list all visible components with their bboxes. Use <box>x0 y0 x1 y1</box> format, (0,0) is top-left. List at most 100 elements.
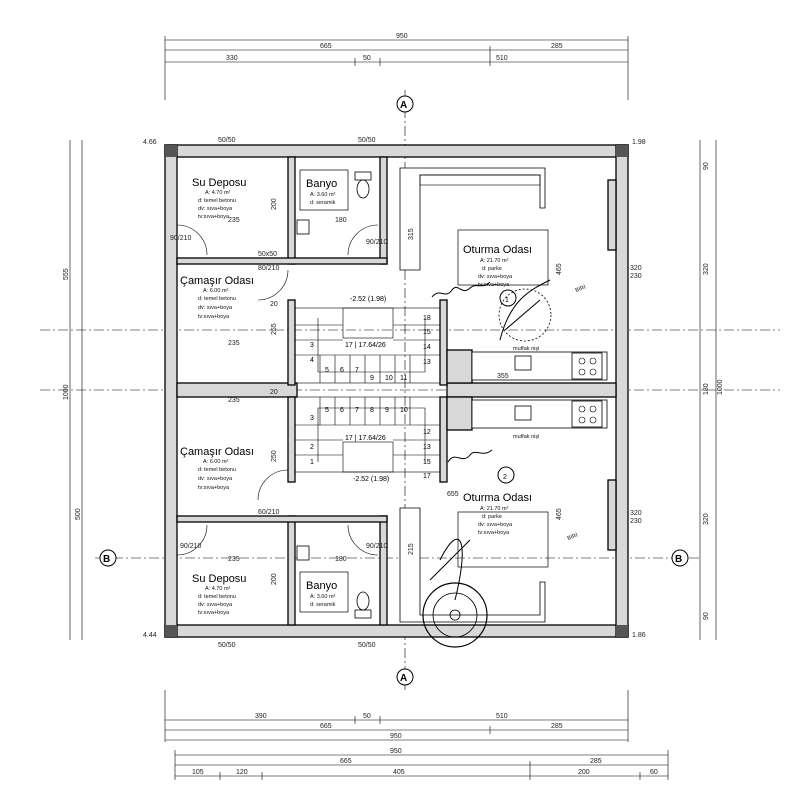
svg-text:105: 105 <box>192 769 204 776</box>
opening-top-left: 50/50 <box>218 137 236 144</box>
stair-top-label: 17 | 17.64/26 <box>345 342 386 349</box>
step-11: 11 <box>400 375 407 382</box>
right-dim-320a: 320 <box>703 263 710 275</box>
svg-text:665: 665 <box>320 723 332 730</box>
room-wall: dv: sıva+boya <box>198 206 233 212</box>
svg-text:2: 2 <box>503 474 507 481</box>
step-b-8: 8 <box>370 407 374 414</box>
top-dim-510: 510 <box>496 55 508 62</box>
axis-marker-b-left: B <box>99 549 117 567</box>
room-camasir-bottom: Çamaşır Odası A: 6.00 m² d: temel betonu… <box>180 446 254 491</box>
room-floor: d: temel betonu <box>198 198 236 204</box>
svg-text:510: 510 <box>496 713 508 720</box>
exterior-walls <box>164 144 629 638</box>
room-oturma-bottom: Oturma Odası A: 21.70 m² d: parke dv: sı… <box>457 492 549 568</box>
stair-bottom-label: 17 | 17.64/26 <box>345 435 386 442</box>
right-dim-90b: 90 <box>703 612 710 620</box>
step-b-3: 3 <box>310 415 314 422</box>
svg-text:405: 405 <box>393 769 405 776</box>
doors <box>176 224 379 556</box>
room-area: A: 3.60 m² <box>310 192 336 198</box>
step-13: 13 <box>423 359 431 366</box>
step-b-17: 17 <box>423 473 431 480</box>
room-floor: d: parke <box>482 266 502 272</box>
room-ceiling: tv:sıva+boya <box>478 530 510 536</box>
svg-text:390: 390 <box>255 713 267 720</box>
svg-text:215: 215 <box>408 543 415 555</box>
window-label-b: 50x50 <box>258 251 277 258</box>
step-3: 3 <box>310 342 314 349</box>
room-area: A: 6.00 m² <box>203 288 229 294</box>
room-ceiling: tv:sıva+boya <box>478 282 510 288</box>
stamp-seal-icon <box>422 582 488 648</box>
step-4: 4 <box>310 357 314 364</box>
svg-text:235: 235 <box>228 217 240 224</box>
right-dimension-chains: 90 320 180 1000 320 90 320 230 320 230 <box>630 140 724 640</box>
bottom-dimension-chains: 390 50 510 665 285 950 950 665 285 105 1… <box>164 690 669 780</box>
svg-text:465: 465 <box>556 508 563 520</box>
left-dimension-chains: 555 1000 500 <box>63 140 83 640</box>
right-window-top-1: 320 <box>630 265 642 272</box>
toilet-bottom-icon <box>354 591 372 619</box>
svg-text:465: 465 <box>556 263 563 275</box>
right-dim-90a: 90 <box>703 162 710 170</box>
door-label-b: 90/210 <box>366 239 388 246</box>
svg-text:A: A <box>400 100 407 111</box>
room-floor: d: parke <box>482 514 502 520</box>
top-dim-330: 330 <box>226 55 238 62</box>
svg-text:950: 950 <box>390 748 402 755</box>
opening-bottom-left: 50/50 <box>218 642 236 649</box>
right-window-bottom-1: 320 <box>630 510 642 517</box>
room-floor: d: temel betonu <box>198 594 236 600</box>
svg-text:180: 180 <box>335 556 347 563</box>
svg-text:235: 235 <box>228 397 240 404</box>
room-wall: dv: sıva+boya <box>198 305 233 311</box>
svg-text:50: 50 <box>363 713 371 720</box>
room-wall: dv: sıva+boya <box>478 522 513 528</box>
step-14: 14 <box>423 344 431 351</box>
room-area: A: 21.70 m² <box>480 506 509 512</box>
svg-text:655: 655 <box>447 491 459 498</box>
svg-text:200: 200 <box>271 573 278 585</box>
room-name: Çamaşır Odası <box>180 275 254 287</box>
room-wall: dv: sıva+boya <box>198 476 233 482</box>
stair-bottom-level: -2.52 (1.98) <box>353 476 389 483</box>
svg-text:355: 355 <box>497 373 509 380</box>
stamp-seal-top-icon <box>498 288 552 342</box>
room-area: A: 3.60 m² <box>310 594 336 600</box>
room-floor: d: seramik <box>310 200 336 206</box>
toilet-top-icon <box>354 171 372 199</box>
right-window-bottom-2: 230 <box>630 518 642 525</box>
room-banyo-top: Banyo A: 3.60 m² d: seramik <box>299 169 349 211</box>
step-b-12: 12 <box>423 429 431 436</box>
top-dim-665: 665 <box>320 43 332 50</box>
svg-text:B: B <box>675 554 682 565</box>
room-wall: dv: sıva+boya <box>198 602 233 608</box>
step-6: 6 <box>340 367 344 374</box>
interior-dimensions: 235 180 255 235 235 250 355 655 235 180 … <box>228 198 563 585</box>
sofa-bottom <box>399 507 546 623</box>
stair-bottom: 17 | 17.64/26 -2.52 (1.98) 12 13 15 17 3… <box>294 396 441 483</box>
room-floor: d: seramik <box>310 602 336 608</box>
step-b-15: 15 <box>423 459 431 466</box>
svg-text:235: 235 <box>228 340 240 347</box>
door-label-a: 90/210 <box>170 235 192 242</box>
room-wall: dv: sıva+boya <box>478 274 513 280</box>
top-dim-total: 950 <box>396 33 408 40</box>
room-su-deposu-bottom: Su Deposu A: 4.70 m² d: temel betonu dv:… <box>192 573 246 616</box>
top-dimension-chains: 950 665 285 330 50 510 <box>164 33 629 100</box>
svg-text:950: 950 <box>390 733 402 740</box>
step-b-10: 10 <box>400 407 408 414</box>
room-ceiling: tv:sıva+boya <box>198 214 230 220</box>
opening-top-mid: 50/50 <box>358 137 376 144</box>
door-label-c: 90/210 <box>180 543 202 550</box>
top-dim-50: 50 <box>363 55 371 62</box>
room-area: A: 21.70 m² <box>480 258 509 264</box>
annotation-bir-top: BİRİ <box>574 283 587 293</box>
unit-number-2: 2 <box>497 466 515 484</box>
kitchen-label-top: mutfak nişi <box>513 346 539 352</box>
room-ceiling: tv:sıva+boya <box>198 610 230 616</box>
svg-text:235: 235 <box>228 556 240 563</box>
step-b-6: 6 <box>340 407 344 414</box>
